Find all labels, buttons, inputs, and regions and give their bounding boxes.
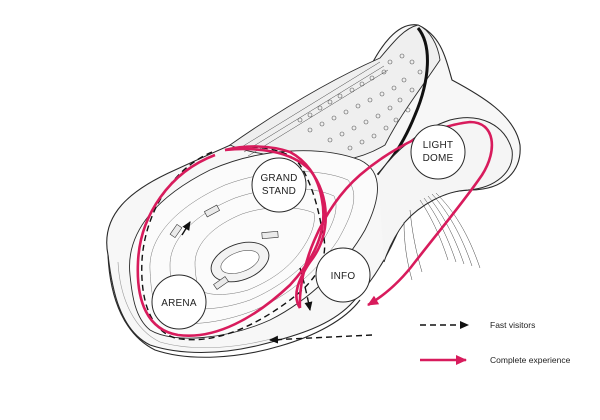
right-wing-ribs — [403, 192, 481, 281]
roof-seating-pattern — [297, 53, 423, 151]
base-edge — [107, 254, 361, 358]
complete-experience-loop-right — [224, 147, 327, 309]
complete-experience-lightdome-loop — [298, 120, 494, 309]
lightdome-label-line1: LIGHT — [423, 140, 453, 151]
legend: Fast visitors Complete experience — [420, 320, 571, 365]
base-edge-inner — [117, 261, 279, 349]
seating-blocks — [169, 204, 279, 290]
fast-visitors-route — [141, 146, 326, 341]
lightdome-label-line2: DOME — [423, 153, 454, 164]
central-arena-inner — [220, 250, 260, 274]
legend-fast-visitors: Fast visitors — [420, 320, 535, 330]
node-lightdome: LIGHT DOME — [410, 124, 466, 180]
info-label: INFO — [331, 271, 356, 282]
fast-visitors-return — [269, 334, 373, 344]
grandstand-label-line2: STAND — [262, 186, 296, 197]
legend-fast-label: Fast visitors — [490, 320, 535, 330]
legend-complete-experience: Complete experience — [420, 355, 571, 365]
fast-visitors-arrow-up — [181, 221, 191, 236]
roof-edge-steps — [239, 61, 389, 157]
grandstand-label-line1: GRAND — [260, 173, 297, 184]
node-grandstand: GRAND STAND — [251, 157, 307, 213]
node-info: INFO — [315, 247, 371, 303]
complete-experience-route — [136, 145, 325, 337]
arena-label: ARENA — [161, 298, 197, 309]
node-arena: ARENA — [151, 274, 207, 330]
legend-complete-label: Complete experience — [490, 355, 571, 365]
